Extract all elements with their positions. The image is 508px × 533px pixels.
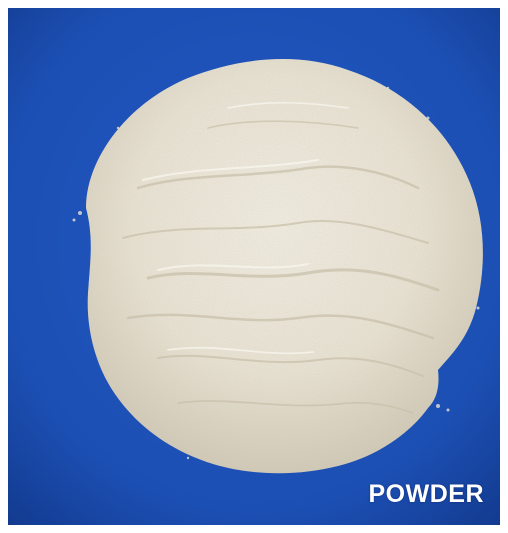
powder-highlights <box>142 101 349 355</box>
powder-photo: POWDER <box>8 8 500 525</box>
powder-ridges <box>122 120 440 414</box>
powder-pile-illustration <box>8 8 500 525</box>
powder-caption: POWDER <box>368 480 484 508</box>
